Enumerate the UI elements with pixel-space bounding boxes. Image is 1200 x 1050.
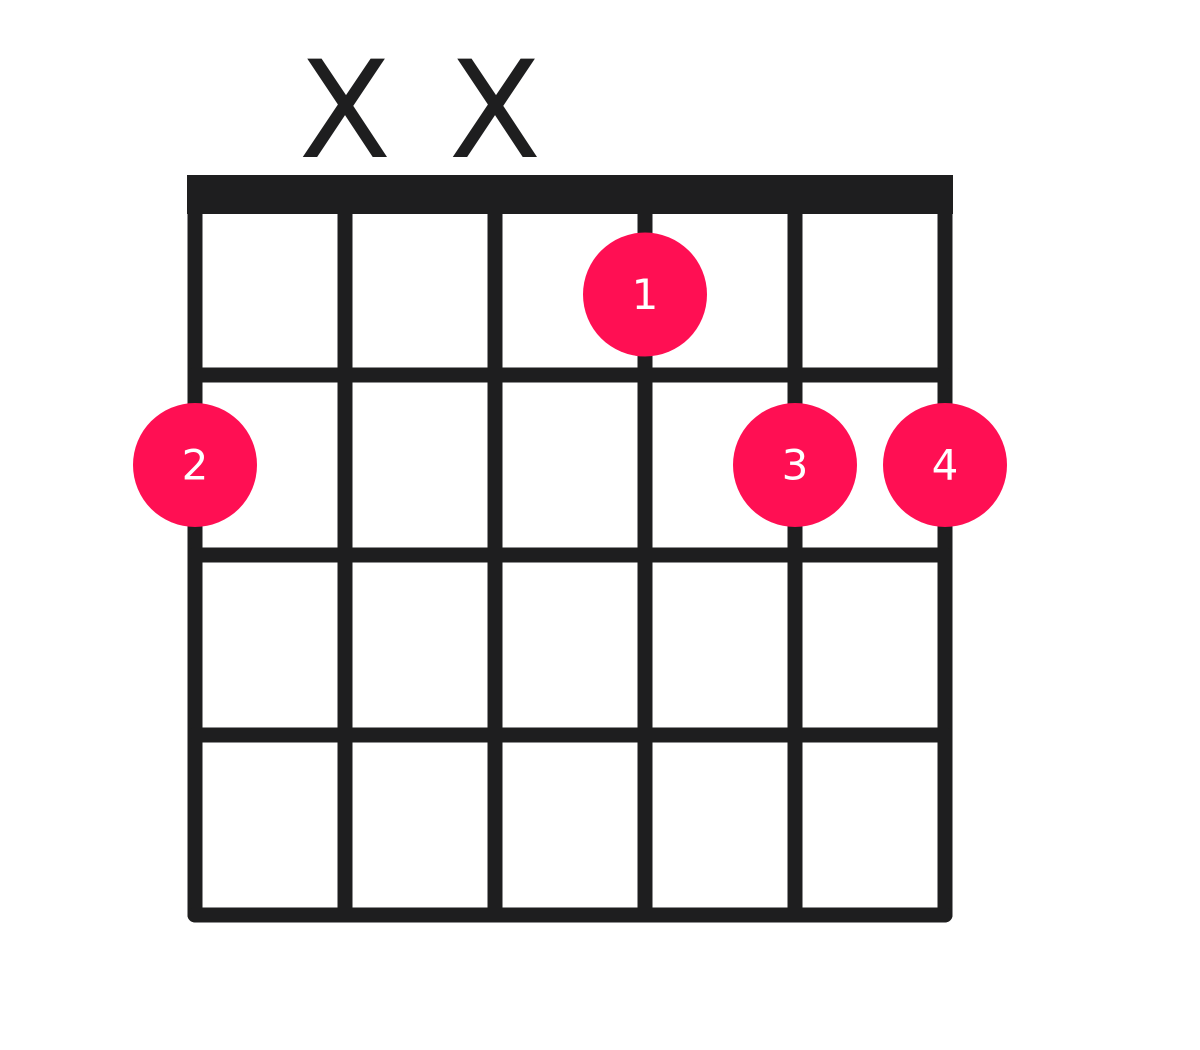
finger-dot-circle [883,403,1007,527]
muted-string-marker: X [449,32,541,189]
muted-string-marker: X [299,32,391,189]
finger-dot-circle [583,232,707,357]
finger-number: 4 [932,441,959,490]
fretboard-grid [187,175,953,923]
finger-number: 1 [632,270,659,319]
finger-number: 2 [182,441,209,490]
finger-dot: 3 [733,403,857,527]
finger-dot-circle [733,403,857,527]
nut [187,175,953,214]
finger-dot: 2 [133,403,257,527]
finger-dot: 4 [883,403,1007,527]
finger-dot-circle [133,403,257,527]
finger-dot: 1 [583,232,707,357]
finger-number: 3 [782,441,809,490]
finger-positions: 1 2 3 4 [133,232,1007,527]
